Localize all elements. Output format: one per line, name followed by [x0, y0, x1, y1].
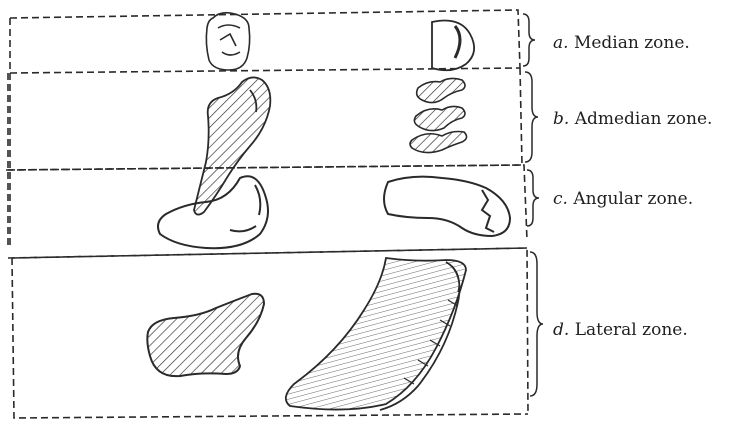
brace-b — [525, 72, 538, 162]
lateral-tooth-right — [286, 258, 466, 410]
zone-label-angular: c. Angular zone. — [553, 191, 693, 208]
zone-text-c: Angular zone. — [573, 189, 693, 209]
zone-label-admedian: b. Admedian zone. — [553, 111, 712, 128]
zone-letter-d: d. — [553, 320, 569, 340]
zone-letter-a: a. — [553, 33, 569, 53]
zone-text-d: Lateral zone. — [575, 320, 688, 340]
zone-letter-b: b. — [553, 109, 569, 129]
angular-tooth-right — [384, 177, 510, 236]
zone-text-a: Median zone. — [574, 33, 690, 53]
zone-braces — [523, 14, 543, 396]
brace-c — [527, 170, 539, 226]
zone-text-b: Admedian zone. — [575, 109, 713, 129]
zone-label-median: a. Median zone. — [553, 35, 690, 52]
brace-d — [530, 252, 543, 396]
zone-label-lateral: d. Lateral zone. — [553, 322, 688, 339]
lateral-tooth-left — [147, 294, 264, 376]
admedian-teeth-right — [410, 78, 467, 152]
median-tooth-left — [206, 13, 249, 70]
zone-letter-c: c. — [553, 189, 568, 209]
median-tooth-right — [432, 21, 474, 71]
brace-a — [523, 14, 535, 66]
